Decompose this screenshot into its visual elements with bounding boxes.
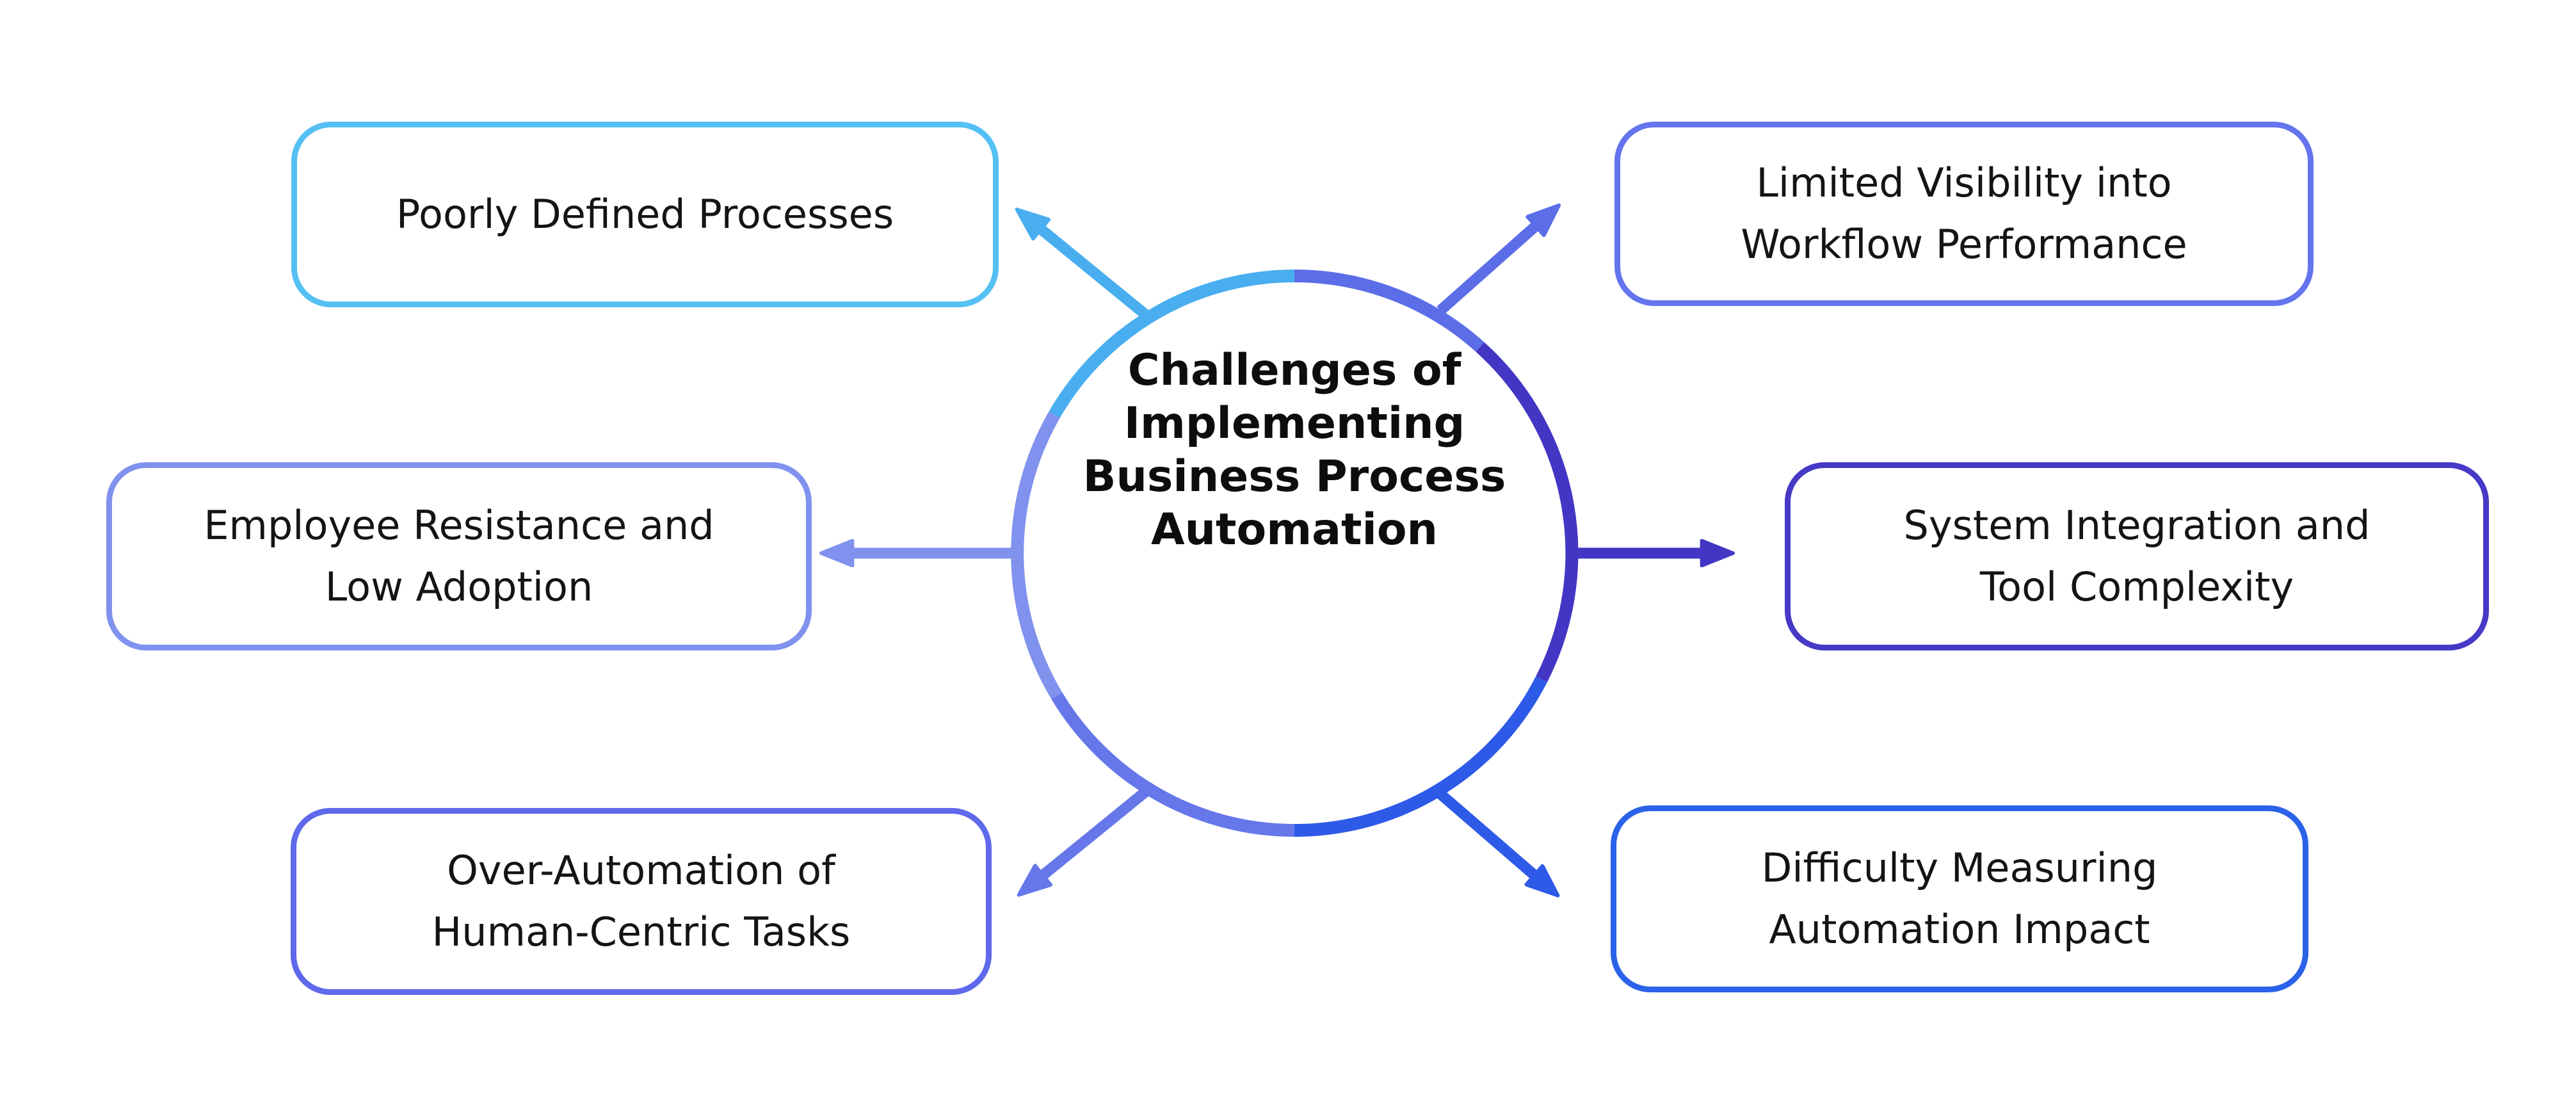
node-box-limited-visibility: Limited Visibility into Workflow Perform… [1614, 122, 2314, 306]
node-label-system-integration: System Integration and Tool Complexity [1903, 501, 2371, 610]
ring-segment-bottom-left [1051, 692, 1295, 837]
node-label-limited-visibility: Limited Visibility into Workflow Perform… [1741, 159, 2187, 268]
ring-segment-top-left [1049, 270, 1295, 418]
node-box-over-automation: Over-Automation of Human-Centric Tasks [291, 808, 992, 995]
node-box-poorly-defined-processes: Poorly Defined Processes [291, 122, 999, 307]
center-circle-ring [1011, 269, 1579, 837]
node-box-difficulty-measuring: Difficulty Measuring Automation Impact [1611, 805, 2308, 992]
node-box-employee-resistance: Employee Resistance and Low Adoption [106, 462, 812, 650]
node-label-difficulty-measuring: Difficulty Measuring Automation Impact [1761, 844, 2158, 953]
center-circle-title: Challenges of Implementing Business Proc… [1083, 345, 1506, 555]
node-label-poorly-defined-processes: Poorly Defined Processes [396, 190, 894, 238]
node-label-over-automation: Over-Automation of Human-Centric Tasks [431, 846, 851, 955]
arrow-to-over-automation [1042, 787, 1149, 876]
ring-segment-left [1011, 412, 1063, 700]
ring-segment-bottom-right [1294, 676, 1547, 837]
node-box-system-integration: System Integration and Tool Complexity [1785, 462, 2489, 650]
arrow-to-limited-visibility [1437, 225, 1536, 315]
ring-segment-top-right [1294, 269, 1485, 352]
arrow-to-poorly-defined-processes [1040, 229, 1149, 319]
arrow-to-difficulty-measuring [1437, 789, 1535, 876]
ring-segment-right [1476, 342, 1579, 682]
node-label-employee-resistance: Employee Resistance and Low Adoption [204, 501, 714, 610]
